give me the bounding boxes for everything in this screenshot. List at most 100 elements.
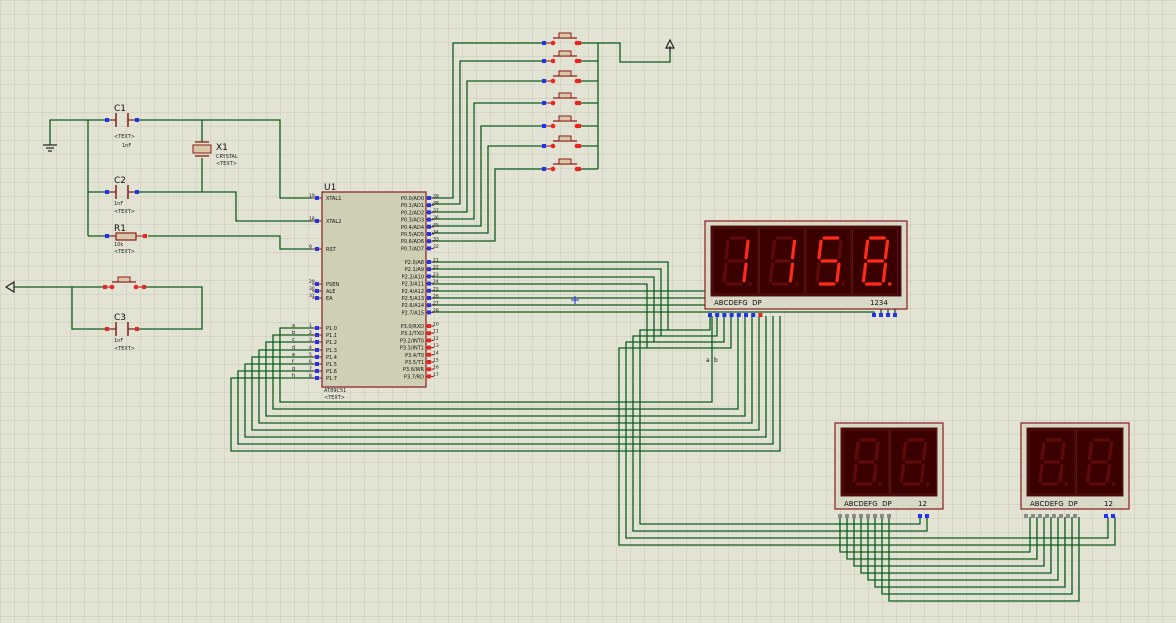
display-pin[interactable] <box>758 313 763 317</box>
display-pin[interactable] <box>736 313 741 317</box>
display-pin[interactable] <box>1111 514 1115 518</box>
u1-pin-marker[interactable] <box>427 267 431 272</box>
u1-pin-marker[interactable] <box>315 196 319 200</box>
segment-dp <box>887 282 892 286</box>
u1-pin-marker[interactable] <box>427 324 431 328</box>
display-pin[interactable] <box>845 514 849 518</box>
u1-pin-marker[interactable] <box>315 340 319 344</box>
display-pin[interactable] <box>729 313 734 317</box>
display-pin[interactable] <box>1031 514 1035 518</box>
display-pin[interactable] <box>1059 514 1063 518</box>
u1-pin-marker[interactable] <box>315 355 319 359</box>
u1-pin-marker[interactable] <box>427 232 431 236</box>
ground-icon[interactable] <box>43 144 57 152</box>
display-pin[interactable] <box>879 313 883 317</box>
u1-left-pin-name: EA <box>326 296 333 302</box>
display-pin[interactable] <box>887 514 891 518</box>
pushbutton[interactable] <box>542 135 581 149</box>
crystal-x1[interactable]: X1 CRYSTAL <TEXT> <box>192 141 238 167</box>
u1-pin-marker[interactable] <box>427 331 431 336</box>
seven-segment-display-2digit-1[interactable]: ABCDEFG DP 12 <box>834 422 944 518</box>
display-pin[interactable] <box>722 313 727 317</box>
display-pin[interactable] <box>1038 514 1042 518</box>
display-pin[interactable] <box>1073 514 1077 518</box>
u1-pin-marker[interactable] <box>427 281 431 286</box>
display-pin[interactable] <box>918 514 922 518</box>
display-pin[interactable] <box>838 514 842 518</box>
display-pin[interactable] <box>751 313 756 317</box>
display-pin[interactable] <box>859 514 863 518</box>
u1-pin-marker[interactable] <box>427 239 431 244</box>
u1-pin-marker[interactable] <box>427 288 431 293</box>
u1-pin-marker[interactable] <box>315 369 319 373</box>
power-terminal-icon[interactable] <box>665 38 675 52</box>
u1-pin-marker[interactable] <box>427 345 431 350</box>
segment <box>1038 463 1044 483</box>
display-pin[interactable] <box>1066 514 1070 518</box>
u1-pin-marker[interactable] <box>315 296 319 300</box>
display-pin[interactable] <box>866 514 870 518</box>
capacitor-c2[interactable]: C2 1nF <TEXT> <box>105 176 139 215</box>
seven-segment-display-4digit[interactable]: ABCDEFG DP 1234 <box>704 220 908 317</box>
u1-pin-marker[interactable] <box>427 303 431 308</box>
display-pin[interactable] <box>1024 514 1028 518</box>
pushbutton[interactable] <box>542 70 581 84</box>
u1-pin-marker[interactable] <box>315 376 319 380</box>
c1-text-label: <TEXT> <box>114 134 135 140</box>
resistor-r1[interactable]: R1 10k <TEXT> <box>105 224 147 255</box>
display-pin[interactable] <box>708 313 712 317</box>
capacitor-c1[interactable]: C1 <TEXT> 1nF <box>105 104 139 149</box>
pushbutton-pin <box>577 101 581 105</box>
reset-pushbutton[interactable] <box>103 276 146 290</box>
u1-pin-marker[interactable] <box>427 360 431 364</box>
u1-pin-marker[interactable] <box>427 296 431 300</box>
display-pin[interactable] <box>1052 514 1056 518</box>
u1-pin-marker[interactable] <box>427 374 431 379</box>
display-pin[interactable] <box>715 313 720 317</box>
u1-pin-marker[interactable] <box>427 203 431 208</box>
pushbutton[interactable] <box>542 32 581 46</box>
u1-pin-marker[interactable] <box>427 217 431 222</box>
u1-pin-marker[interactable] <box>315 219 319 223</box>
u1-pin-marker[interactable] <box>315 247 319 251</box>
u1-pin-marker[interactable] <box>315 362 319 366</box>
pushbutton[interactable] <box>542 50 581 64</box>
u1-pin-marker[interactable] <box>427 338 431 343</box>
u1-pin-marker[interactable] <box>427 260 431 264</box>
pushbutton-pin <box>577 41 581 45</box>
u1-pin-marker[interactable] <box>315 333 319 337</box>
pushbutton[interactable] <box>542 115 581 129</box>
display-pin[interactable] <box>852 514 856 518</box>
input-terminal-arrow-icon[interactable] <box>4 280 15 294</box>
u1-pin-marker[interactable] <box>427 367 431 372</box>
display-pin[interactable] <box>893 313 897 317</box>
u1-pin-marker[interactable] <box>427 274 431 279</box>
u1-pin-marker[interactable] <box>427 352 431 357</box>
u1-pin-marker[interactable] <box>427 196 431 200</box>
display-pin[interactable] <box>872 313 876 317</box>
p1-wire-label: b <box>292 330 295 336</box>
capacitor-c3[interactable]: C3 1nF <TEXT> <box>105 313 139 352</box>
u1-pin-marker[interactable] <box>315 282 319 286</box>
display-pin[interactable] <box>744 313 748 317</box>
u1-pin-marker[interactable] <box>427 210 431 215</box>
u1-left-pin-name: ALE <box>326 289 335 295</box>
seven-segment-display-2digit-2[interactable]: ABCDEFG DP 12 <box>1020 422 1130 518</box>
pushbutton[interactable] <box>542 158 581 172</box>
u1-pin-marker[interactable] <box>315 289 319 293</box>
display-pin[interactable] <box>1104 514 1108 518</box>
u1-pin-marker[interactable] <box>315 326 319 330</box>
display-pin[interactable] <box>1045 514 1049 518</box>
display-pin[interactable] <box>880 514 884 518</box>
display-pin[interactable] <box>873 514 877 518</box>
u1-pin-marker[interactable] <box>427 310 431 315</box>
pushbutton[interactable] <box>542 92 581 106</box>
display-pin[interactable] <box>925 514 929 518</box>
display-pin[interactable] <box>886 313 890 317</box>
u1-body[interactable] <box>321 191 427 388</box>
u1-pin-marker[interactable] <box>427 246 431 251</box>
u1-pin-marker[interactable] <box>427 224 431 229</box>
u1-pin-marker[interactable] <box>315 348 319 352</box>
